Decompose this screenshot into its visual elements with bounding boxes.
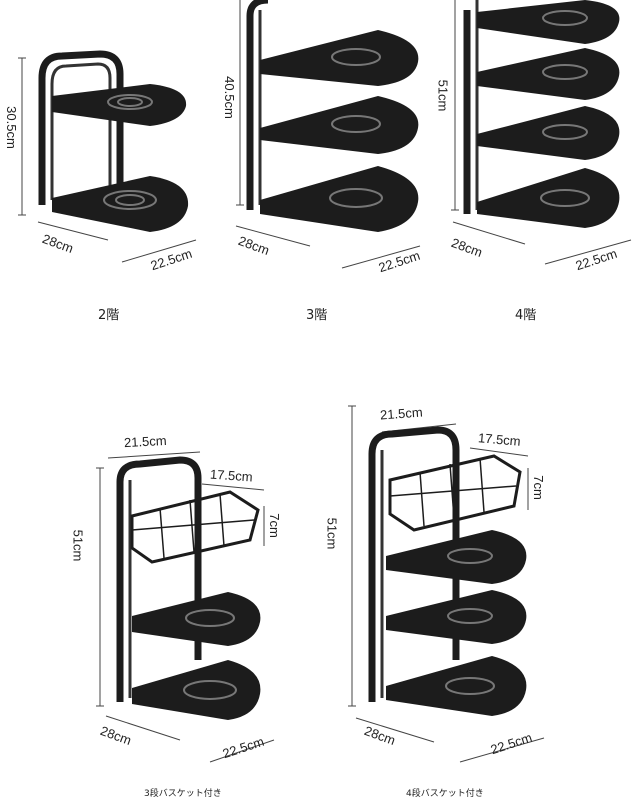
product-3-tier-basket: 21.5cm 17.5cm 7cm 51cm 28cm 22.5cm 3段バスケ… <box>60 420 310 800</box>
height-label: 51cm <box>70 529 86 562</box>
height-label: 30.5cm <box>3 106 19 149</box>
basket-width-label: 17.5cm <box>209 466 254 485</box>
top-width-label: 21.5cm <box>379 404 424 423</box>
basket-height-label: 7cm <box>266 513 282 538</box>
basket-height-label: 7cm <box>530 475 546 500</box>
rack-4-tier-illustration <box>451 0 632 265</box>
rack-3-tier-basket-illustration <box>96 451 275 763</box>
caption: 4階 <box>515 308 537 323</box>
rack-4-tier-basket-illustration <box>348 405 545 763</box>
caption: 3段バスケット付き <box>144 789 222 799</box>
top-width-label: 21.5cm <box>123 432 168 451</box>
height-label: 40.5cm <box>221 76 237 119</box>
caption: 3階 <box>306 308 328 323</box>
rack-2-tier-illustration <box>18 50 197 263</box>
product-2-tier: 30.5cm 28cm 22.5cm 2階 <box>0 0 210 330</box>
product-4-tier: 51cm 28cm 22.5cm 4階 <box>425 0 639 330</box>
product-3-tier: 40.5cm 28cm 22.5cm 3階 <box>210 0 425 330</box>
height-label: 51cm <box>435 79 451 112</box>
rack-3-tier-illustration <box>235 0 421 269</box>
caption: 2階 <box>98 308 120 323</box>
caption: 4段バスケット付き <box>406 789 484 799</box>
height-label: 51cm <box>324 517 340 550</box>
product-4-tier-basket: 21.5cm 17.5cm 7cm 51cm 28cm 22.5cm 4段バスケ… <box>324 400 630 800</box>
